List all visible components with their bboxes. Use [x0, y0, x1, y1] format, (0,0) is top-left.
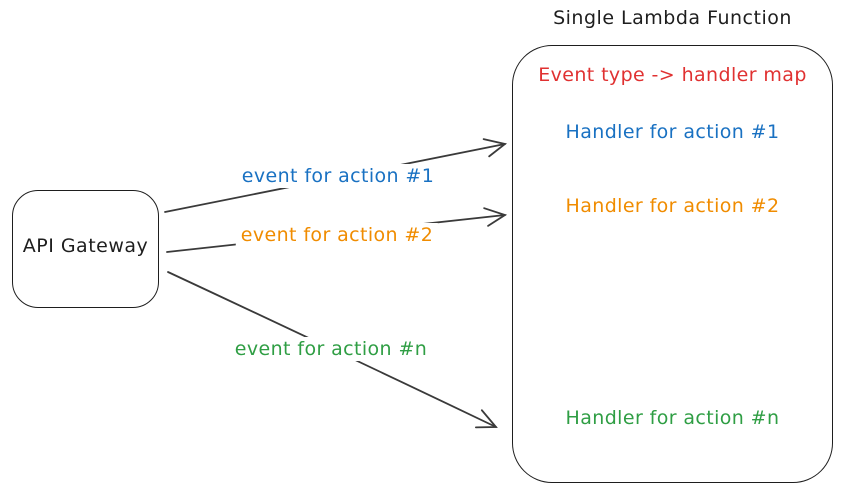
api-gateway-box: API Gateway: [12, 190, 159, 308]
lambda-function-box: Event type -> handler map Handler for ac…: [512, 45, 833, 483]
arrow-label-event-1: event for action #1: [236, 164, 440, 188]
event-handler-map-label: Event type -> handler map: [538, 64, 807, 86]
handler-action-1-label: Handler for action #1: [565, 121, 780, 143]
api-gateway-label: API Gateway: [22, 235, 149, 257]
diagram-title: Single Lambda Function: [553, 7, 792, 29]
handler-action-2-label: Handler for action #2: [565, 195, 780, 217]
arrow-label-event-n: event for action #n: [229, 337, 433, 361]
handler-action-n-label: Handler for action #n: [565, 407, 780, 429]
arrow-label-event-2: event for action #2: [235, 223, 439, 247]
